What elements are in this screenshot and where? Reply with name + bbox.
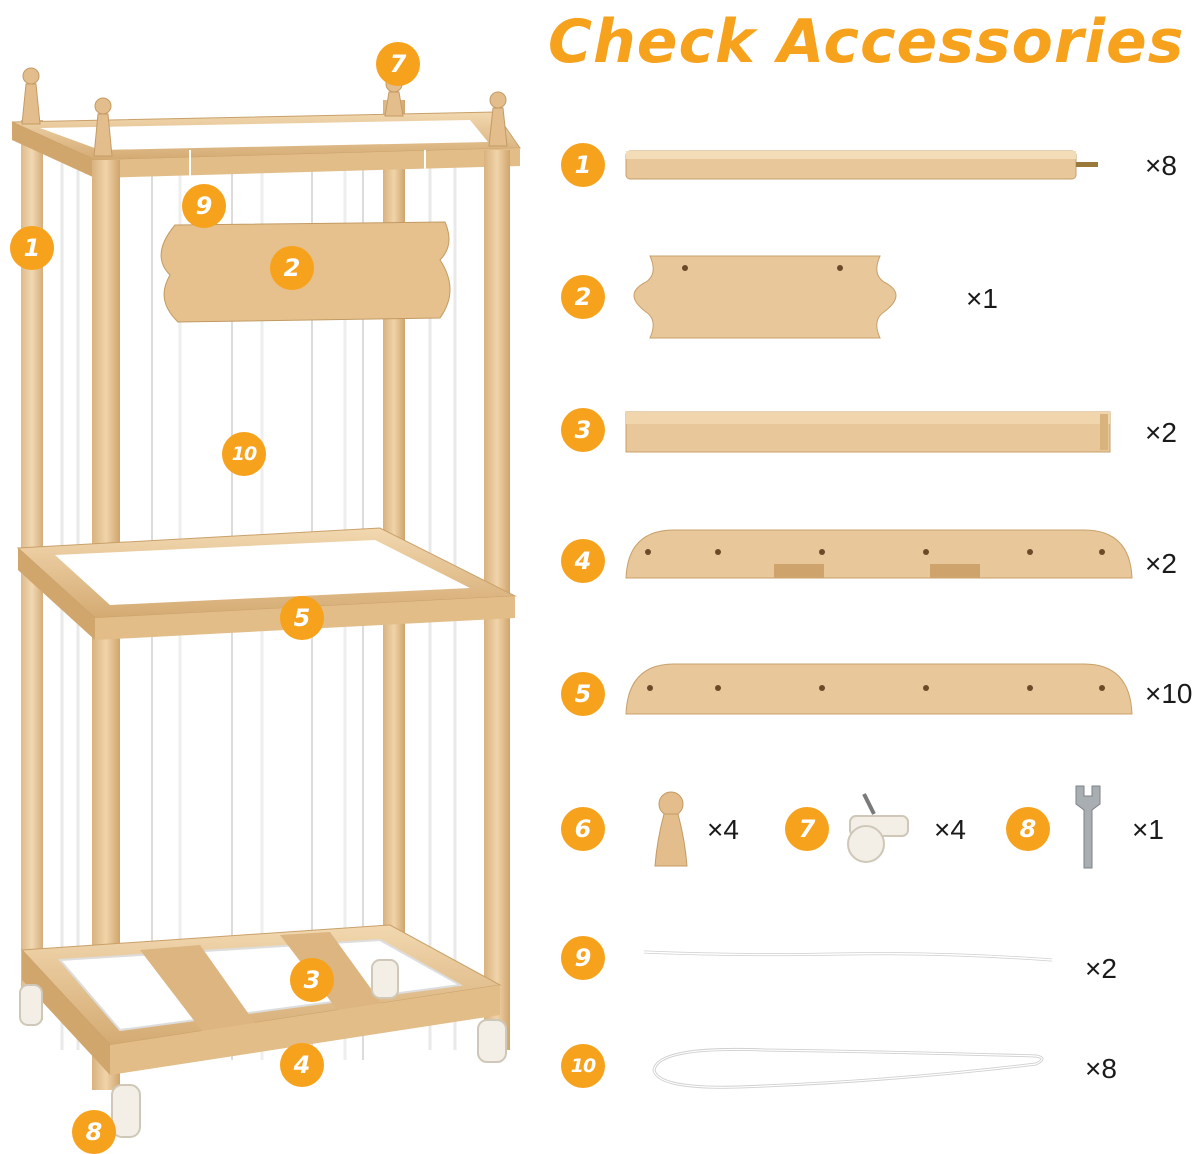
product-rack-illustration [11,67,521,1138]
callout-5: 5 [280,596,324,640]
accessory-9-qty: ×2 [1085,953,1117,984]
finial-knob-icon [654,791,688,867]
accessory-5-badge: 5 [561,672,605,716]
accessory-8-badge: 8 [1006,807,1050,851]
callout-8: 8 [72,1110,116,1154]
accessory-10-badge: 10 [561,1044,605,1088]
accessory-2-badge: 2 [561,275,605,319]
callout-7: 7 [376,42,420,86]
accessory-4-badge: 4 [561,539,605,583]
caster-wheel-icon [847,793,909,863]
dowel-rod-icon [625,150,1098,180]
accessory-6-qty: ×4 [707,814,739,845]
short-string-icon [643,950,1053,962]
accessory-1-qty: ×8 [1145,150,1177,181]
callout-10: 10 [222,432,266,476]
bottom-slat-icon [625,411,1111,453]
accessory-5-qty: ×10 [1145,678,1193,709]
name-plate-icon [633,255,897,339]
accessory-7-qty: ×4 [934,814,966,845]
callout-2: 2 [270,246,314,290]
callout-3: 3 [290,958,334,1002]
accessory-7-badge: 7 [785,807,829,851]
bottom-rail-icon [625,529,1133,579]
wrench-icon [1075,785,1101,869]
accessory-2-qty: ×1 [966,283,998,314]
callout-4: 4 [280,1043,324,1087]
frame-rail-icon [625,663,1133,715]
accessory-6-badge: 6 [561,807,605,851]
callout-1: 1 [10,226,54,270]
accessory-9-badge: 9 [561,936,605,980]
accessory-10-qty: ×8 [1085,1053,1117,1084]
accessory-1-badge: 1 [561,143,605,187]
accessory-3-qty: ×2 [1145,417,1177,448]
accessory-8-qty: ×1 [1132,814,1164,845]
callout-9: 9 [182,184,226,228]
elastic-cord-icon [652,1047,1044,1089]
page-title: Check Accessories [548,7,1185,77]
accessory-4-qty: ×2 [1145,548,1177,579]
accessory-3-badge: 3 [561,408,605,452]
